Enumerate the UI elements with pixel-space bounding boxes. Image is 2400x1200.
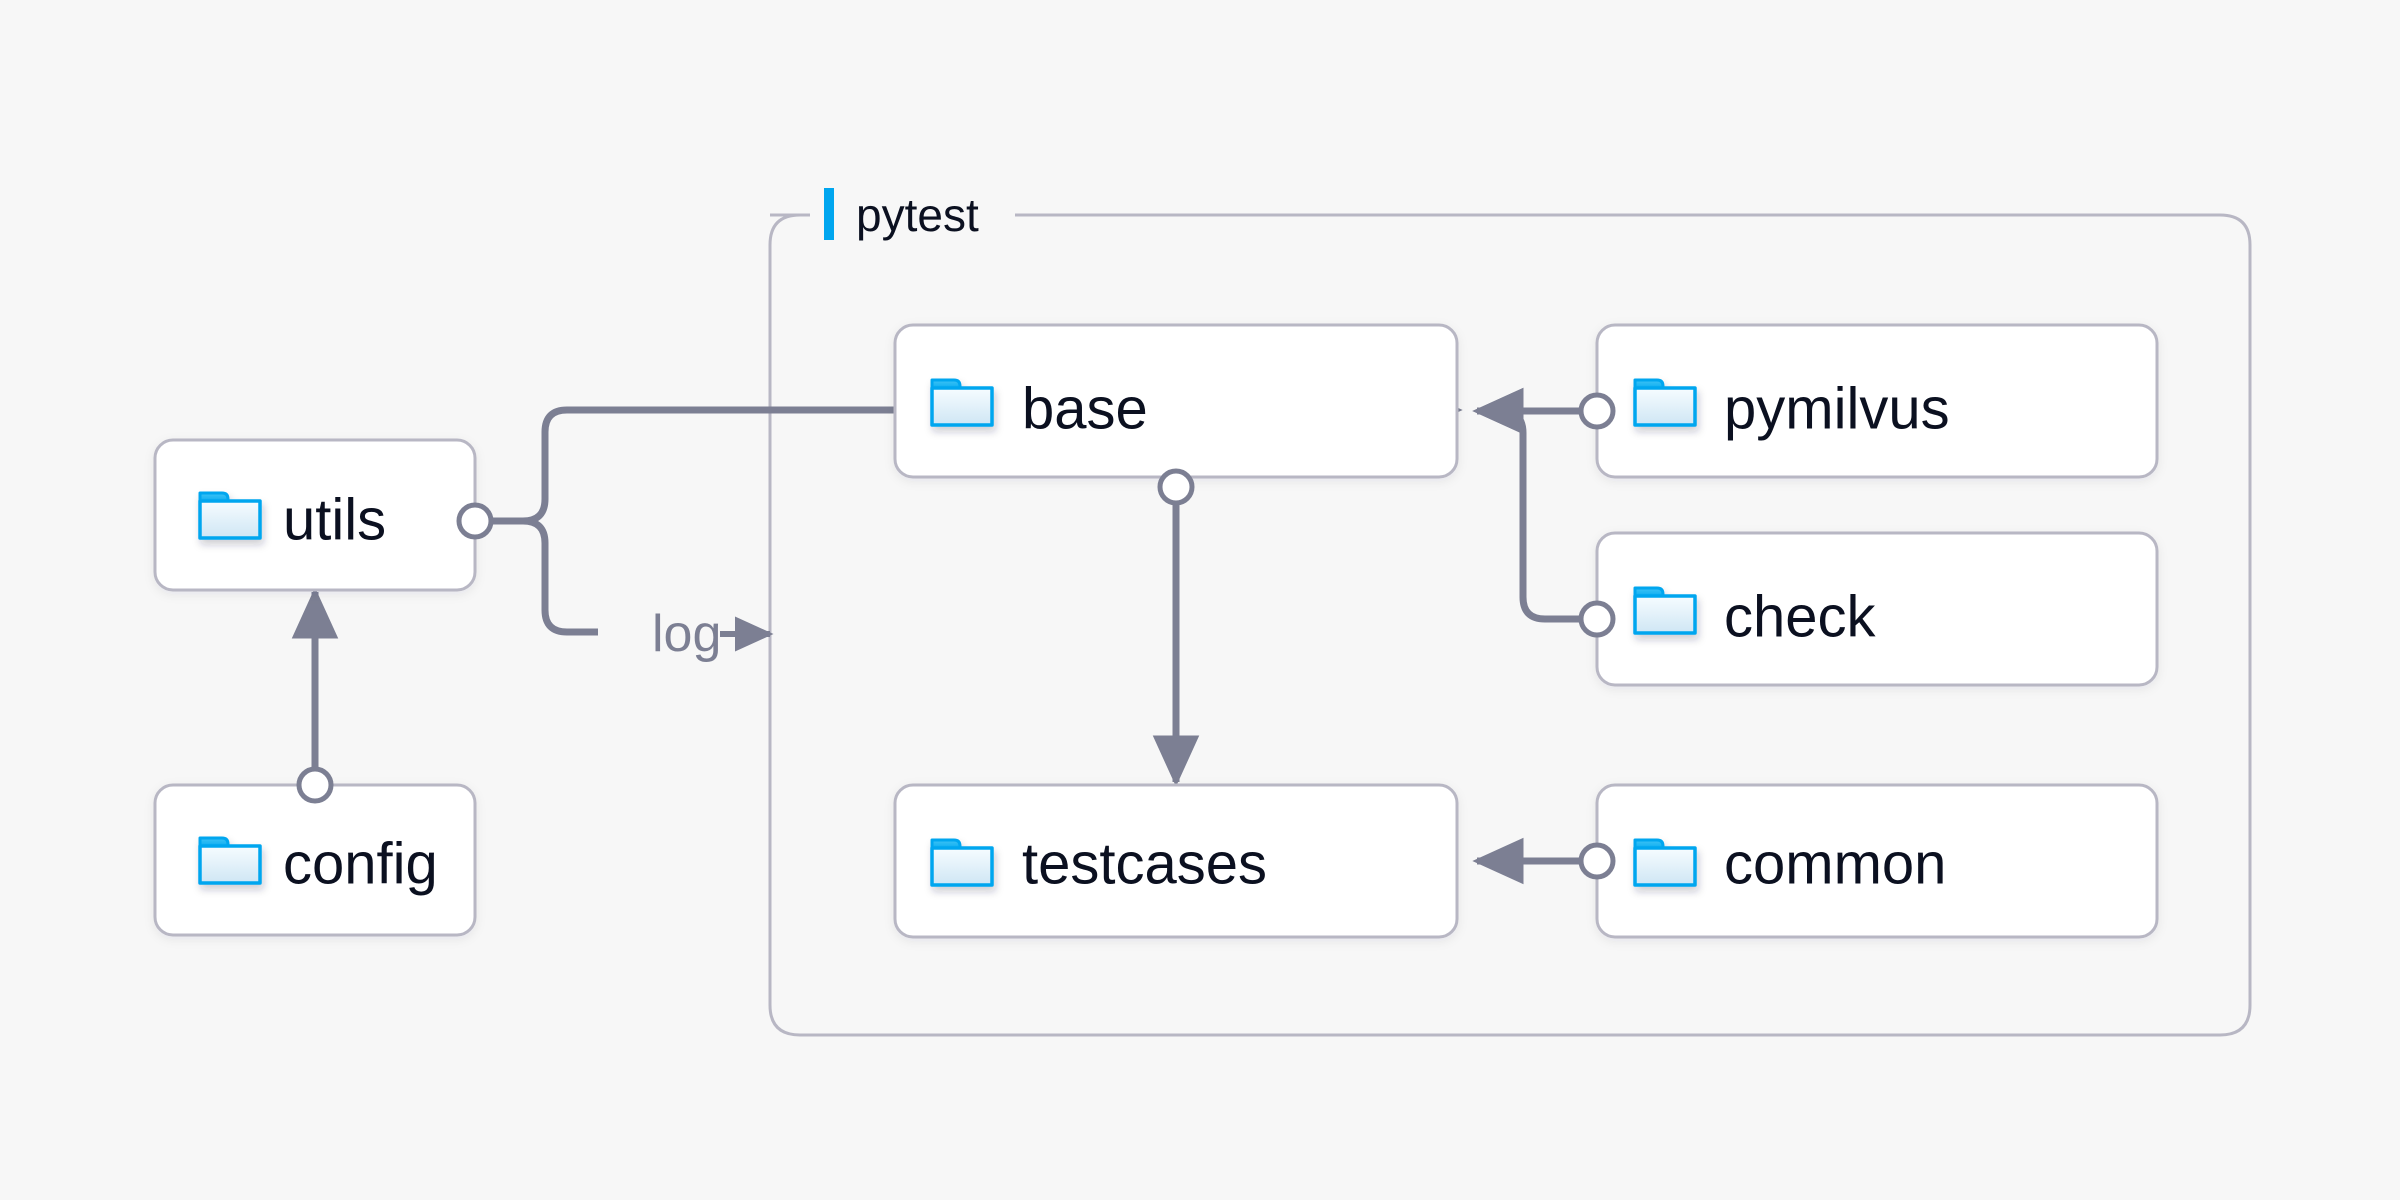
node-common[interactable]: common xyxy=(1595,783,2159,939)
port-common-left[interactable] xyxy=(1578,842,1616,880)
port-check-left[interactable] xyxy=(1578,600,1616,638)
group-border xyxy=(768,213,2252,1037)
group-accent-bar xyxy=(824,188,834,240)
edge-path xyxy=(491,517,598,636)
node-testcases[interactable]: testcases xyxy=(893,783,1459,939)
folder-icon xyxy=(198,491,262,540)
folder-icon xyxy=(930,838,994,887)
edge-utils-log[interactable]: log xyxy=(491,517,774,663)
node-pymilvus[interactable]: pymilvus xyxy=(1595,323,2159,479)
node-label: check xyxy=(1724,585,1877,650)
node-check[interactable]: check xyxy=(1595,531,2159,687)
port-config-top[interactable] xyxy=(296,766,334,804)
node-label: common xyxy=(1724,832,1946,897)
folder-icon xyxy=(198,836,262,885)
edge-path xyxy=(1472,387,1581,623)
edge-label-log: log xyxy=(652,605,721,663)
node-utils[interactable]: utils xyxy=(153,438,477,592)
node-label: base xyxy=(1022,377,1148,442)
node-label: pymilvus xyxy=(1724,377,1950,442)
nodes-layer: utils config base testcases pymilvus check com… xyxy=(153,323,2159,939)
folder-icon xyxy=(1633,378,1697,427)
pytest-group[interactable]: pytest xyxy=(768,188,2252,1037)
port-utils-right[interactable] xyxy=(456,502,494,540)
ports-layer xyxy=(296,392,1616,880)
port-base-bottom[interactable] xyxy=(1157,468,1195,506)
node-label: utils xyxy=(283,488,386,553)
folder-icon xyxy=(1633,838,1697,887)
node-base[interactable]: base xyxy=(893,323,1459,479)
folder-icon xyxy=(1633,586,1697,635)
group-label: pytest xyxy=(856,189,979,241)
node-box xyxy=(893,783,1459,939)
edges-layer: log xyxy=(291,386,1581,885)
node-label: config xyxy=(283,832,438,897)
node-config[interactable]: config xyxy=(153,783,477,937)
folder-icon xyxy=(930,378,994,427)
port-pymilvus-left[interactable] xyxy=(1578,392,1616,430)
node-label: testcases xyxy=(1022,832,1267,897)
edge-check-to-base[interactable] xyxy=(1472,387,1581,623)
